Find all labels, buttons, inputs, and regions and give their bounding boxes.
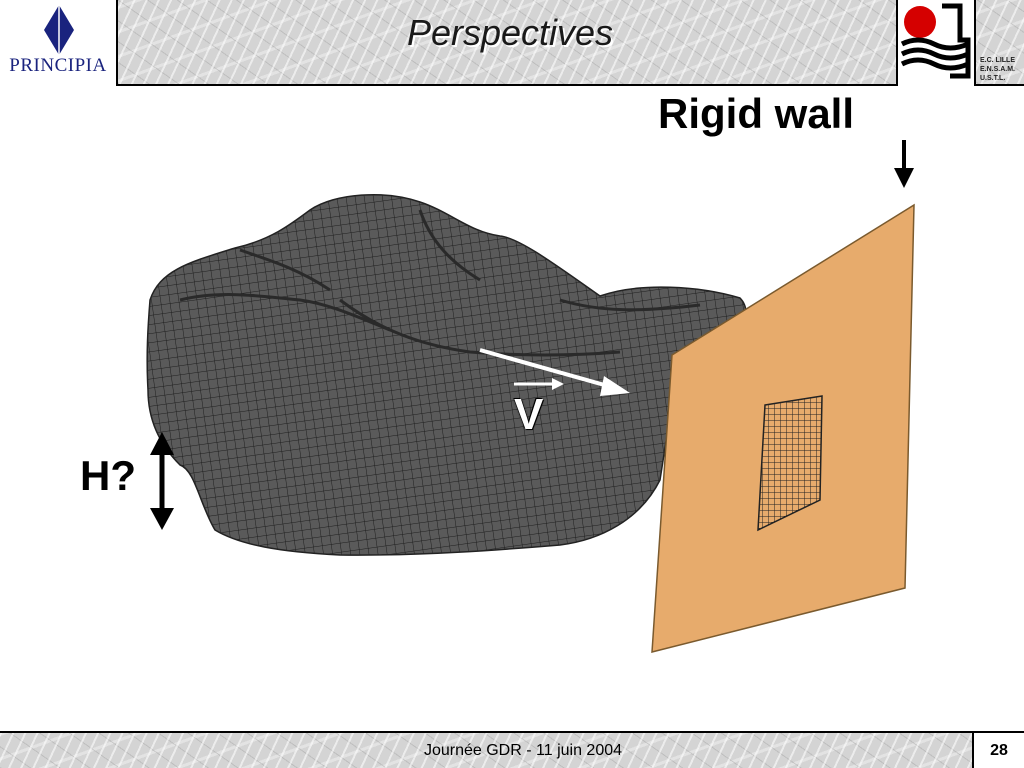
page-number: 28 xyxy=(972,733,1024,768)
footer-event-text: Journée GDR - 11 juin 2004 xyxy=(423,742,623,759)
velocity-arrow-icon xyxy=(479,348,630,396)
school-name-3: U.S.T.L. xyxy=(980,75,1006,82)
school-name-1: E.C. LILLE xyxy=(980,57,1015,64)
header-bar: PRINCIPIA Perspectives E.C. LILLE E.N.S.… xyxy=(0,0,1024,86)
velocity-label: V xyxy=(514,390,544,439)
principia-logo: PRINCIPIA xyxy=(0,0,118,86)
footer-bar: Journée GDR - 11 juin 2004 28 xyxy=(0,731,1024,768)
school-name-2: E.N.S.A.M. xyxy=(980,66,1016,73)
double-headed-arrow-icon xyxy=(150,432,174,530)
down-arrow-icon xyxy=(894,140,914,188)
deformed-body xyxy=(146,194,747,556)
rigid-wall-label: Rigid wall xyxy=(658,90,855,137)
principia-logo-text: PRINCIPIA xyxy=(9,55,107,76)
impact-figure xyxy=(146,140,915,653)
impact-imprint xyxy=(757,395,823,532)
school-logo xyxy=(896,0,976,86)
height-label: H? xyxy=(80,452,136,499)
principia-diamond-icon xyxy=(44,5,74,55)
school-names: E.C. LILLE E.N.S.A.M. U.S.T.L. xyxy=(980,56,1024,83)
school-emblem-icon xyxy=(900,3,971,79)
slide-title: Perspectives xyxy=(406,12,614,53)
